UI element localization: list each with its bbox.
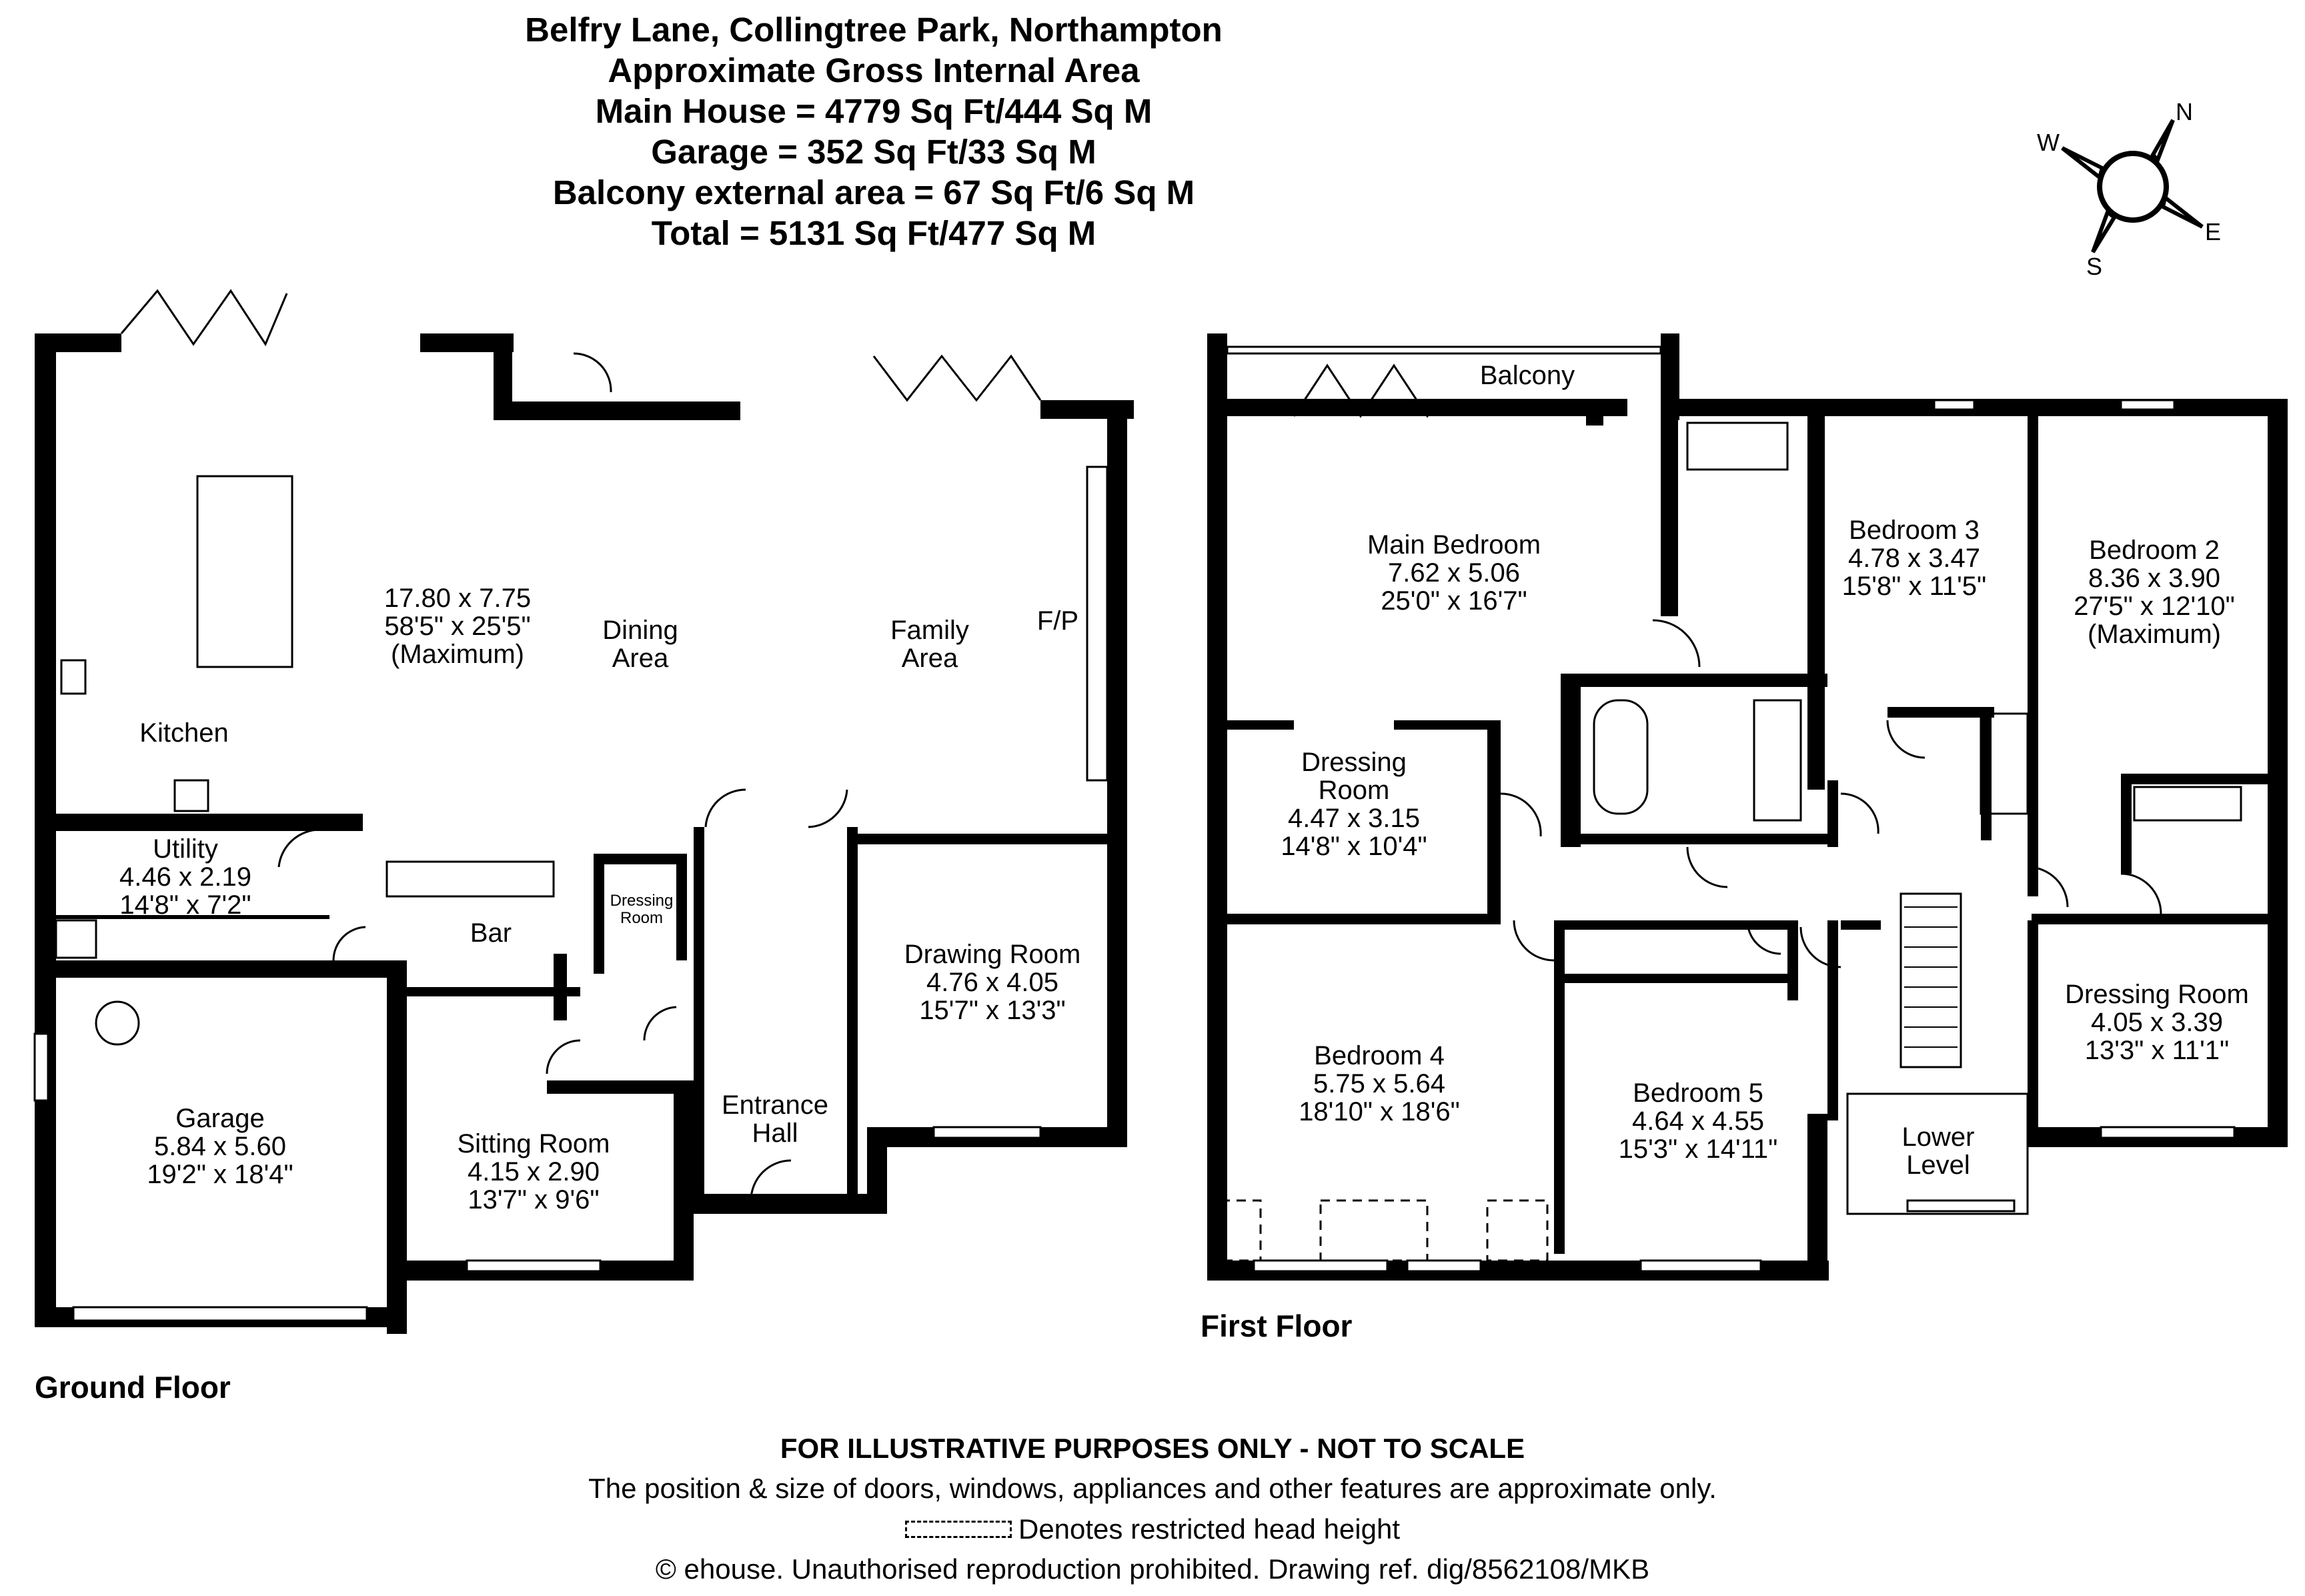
lower-level-label: Lower: [1902, 1122, 1975, 1152]
compass-e: E: [2205, 218, 2221, 245]
dressing-room-dims: 4.47 x 3.15: [1288, 804, 1420, 833]
dining-label-2: Area: [612, 644, 669, 673]
bedroom-5-imperial: 15'3" x 14'11": [1619, 1134, 1778, 1164]
garage-dims: 5.84 x 5.60: [154, 1132, 286, 1161]
garage-label: Garage: [175, 1104, 264, 1133]
family-label-2: Area: [902, 644, 958, 673]
garage-area: Garage = 352 Sq Ft/33 Sq M: [651, 133, 1096, 171]
dining-label: Dining: [602, 616, 678, 645]
main-bedroom-imperial: 25'0" x 16'7": [1381, 586, 1527, 616]
balcony-area: Balcony external area = 67 Sq Ft/6 Sq M: [552, 173, 1195, 211]
compass-icon: N E S W: [2037, 98, 2221, 280]
ground-floor-title: Ground Floor: [35, 1370, 231, 1405]
disclaimer-text: The position & size of doors, windows, a…: [588, 1473, 1717, 1504]
address-title: Belfry Lane, Collingtree Park, Northampt…: [525, 11, 1223, 49]
ground-floor-labels: 17.80 x 7.75 58'5" x 25'5" (Maximum) Din…: [35, 584, 1080, 1405]
compass-n: N: [2176, 98, 2193, 125]
compass-w: W: [2037, 129, 2060, 156]
main-house-area: Main House = 4779 Sq Ft/444 Sq M: [595, 92, 1152, 130]
bedroom-4-label: Bedroom 4: [1314, 1041, 1445, 1070]
dressing-room-2-dims: 4.05 x 3.39: [2091, 1008, 2223, 1037]
entrance-hall-label-2: Hall: [752, 1118, 798, 1148]
entrance-hall-label: Entrance: [722, 1090, 828, 1120]
dressing-room-label: Dressing: [1301, 748, 1407, 777]
main-bedroom-dims: 7.62 x 5.06: [1388, 558, 1520, 588]
utility-label: Utility: [153, 834, 218, 864]
open-plan-note: (Maximum): [391, 640, 524, 669]
garage-imperial: 19'2" x 18'4": [147, 1160, 293, 1189]
bar-label: Bar: [470, 918, 512, 948]
total-area: Total = 5131 Sq Ft/477 Sq M: [651, 214, 1096, 252]
restricted-height-swatch: [904, 1521, 1012, 1538]
dressing-room-label-2: Room: [1319, 776, 1390, 805]
fireplace-label: F/P: [1037, 606, 1078, 636]
small-dressing-label: Dressing: [610, 892, 674, 910]
drawing-room-dims: 4.76 x 4.05: [926, 968, 1058, 997]
small-dressing-label-2: Room: [620, 909, 663, 927]
bedroom-2-imperial: 27'5" x 12'10": [2074, 592, 2235, 621]
bedroom-2-label: Bedroom 2: [2089, 536, 2220, 565]
bedroom-3-dims: 4.78 x 3.47: [1848, 544, 1980, 573]
restricted-height-text: Denotes restricted head height: [1018, 1513, 1401, 1545]
bedroom-4-imperial: 18'10" x 18'6": [1299, 1097, 1460, 1126]
main-bedroom-label: Main Bedroom: [1367, 530, 1541, 560]
kitchen-label: Kitchen: [139, 718, 228, 748]
copyright-text: © ehouse. Unauthorised reproduction proh…: [655, 1553, 1650, 1585]
open-plan-imperial: 58'5" x 25'5": [384, 612, 530, 641]
dressing-room-imperial: 14'8" x 10'4": [1281, 832, 1427, 861]
dressing-room-2-label: Dressing Room: [2065, 980, 2249, 1009]
sitting-room-label: Sitting Room: [458, 1129, 610, 1158]
sitting-room-imperial: 13'7" x 9'6": [468, 1185, 599, 1215]
first-floor-plan: [1207, 333, 2288, 1281]
bedroom-3-imperial: 15'8" x 11'5": [1842, 572, 1986, 601]
compass-s: S: [2086, 253, 2102, 280]
bedroom-2-dims: 8.36 x 3.90: [2088, 564, 2220, 593]
sitting-room-dims: 4.15 x 2.90: [468, 1157, 600, 1186]
bedroom-2-note: (Maximum): [2088, 620, 2221, 649]
utility-dims: 4.46 x 2.19: [119, 862, 251, 892]
bedroom-4-dims: 5.75 x 5.64: [1313, 1069, 1445, 1098]
restricted-height-key: Denotes restricted head height: [0, 1509, 2305, 1549]
bedroom-5-label: Bedroom 5: [1633, 1078, 1763, 1108]
first-floor-labels: Balcony Main Bedroom 7.62 x 5.06 25'0" x…: [1201, 361, 2249, 1343]
drawing-room-label: Drawing Room: [904, 940, 1081, 969]
area-subtitle: Approximate Gross Internal Area: [608, 51, 1140, 89]
open-plan-dims: 17.80 x 7.75: [384, 584, 531, 613]
disclaimer-title: FOR ILLUSTRATIVE PURPOSES ONLY - NOT TO …: [780, 1433, 1525, 1464]
bedroom-3-label: Bedroom 3: [1849, 516, 1980, 545]
plan-header: Belfry Lane, Collingtree Park, Northampt…: [0, 9, 1747, 253]
family-label: Family: [890, 616, 969, 645]
dressing-room-2-imperial: 13'3" x 11'1": [2085, 1036, 2229, 1065]
lower-level-label-2: Level: [1906, 1150, 1970, 1180]
first-floor-title: First Floor: [1201, 1309, 1353, 1343]
plan-footer: FOR ILLUSTRATIVE PURPOSES ONLY - NOT TO …: [0, 1429, 2305, 1589]
utility-imperial: 14'8" x 7'2": [119, 890, 251, 920]
ground-floor-plan: [33, 289, 1134, 1334]
drawing-room-imperial: 15'7" x 13'3": [919, 996, 1065, 1025]
bedroom-5-dims: 4.64 x 4.55: [1632, 1106, 1764, 1136]
balcony-label: Balcony: [1480, 361, 1575, 390]
